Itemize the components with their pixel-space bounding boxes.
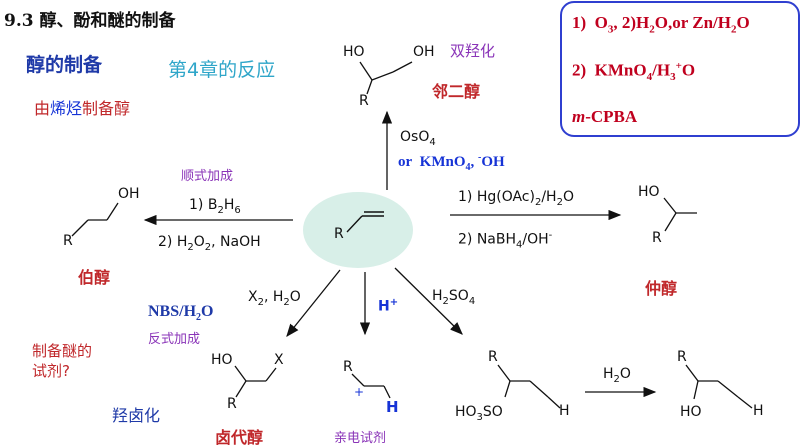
carbocation-bonds: [351, 373, 391, 399]
box-line-3: m-CPBA: [572, 107, 638, 126]
carbocation-r: R: [343, 359, 353, 375]
final-r: R: [677, 349, 687, 365]
sulfate-r: R: [488, 349, 498, 365]
substrate-r: R: [334, 226, 344, 242]
ether-question-2: 试剂?: [32, 362, 70, 380]
diol-oh: OH: [413, 44, 435, 60]
secondary-ho: HO: [638, 184, 660, 200]
alcohol-prep-heading: 醇的制备: [26, 54, 103, 76]
oxidation-reagent-box: 1) O3, 2)H2O,or Zn/H2O 2) KMnO4/H3+O m-C…: [560, 1, 800, 137]
electrophile-label: 亲电试剂: [334, 431, 387, 446]
hydroboration-step1: 1) B2H6: [189, 197, 241, 216]
halohydrin-r: R: [227, 396, 237, 412]
box-line-1: 1) O3, 2)H2O,or Zn/H2O: [572, 13, 750, 36]
dihydroxylation-label: 双羟化: [450, 42, 496, 60]
final-h: H: [753, 403, 764, 419]
final-alcohol-bonds: [685, 364, 753, 409]
page-title: 9.3 醇、酚和醚的制备: [4, 11, 176, 31]
diol-ho: HO: [343, 44, 365, 60]
hydroboration-step2: 2) H2O2, NaOH: [158, 234, 261, 253]
nbs-reagent: NBS/H2O: [148, 303, 214, 324]
water-reagent: H2O: [603, 366, 631, 385]
box-line-2: 2) KMnO4/H3+O: [572, 60, 696, 84]
permanganate-reagent: or KMnO4, -OH: [398, 152, 505, 173]
oxymercuration-step2: 2) NaBH4/OH-: [458, 230, 553, 251]
substrate-ellipse: [303, 192, 413, 268]
sulfate-bonds: [497, 364, 561, 409]
halohydrin-x: X: [274, 352, 284, 368]
from-alkene-heading: 由烯烃制备醇: [34, 99, 131, 118]
anti-addition-label: 反式加成: [148, 332, 201, 347]
oxymercuration-step1: 1) Hg(OAc)2/H2O: [458, 189, 574, 208]
secondary-r: R: [652, 230, 662, 246]
proton-reagent: H+: [378, 297, 399, 315]
diol-r: R: [359, 93, 369, 109]
sulfate-h: H: [559, 403, 570, 419]
diol-bonds: [359, 61, 413, 95]
arrow-down-right: [394, 267, 463, 335]
halohydrin-label: 卤代醇: [215, 428, 264, 447]
halohydrin-ho: HO: [211, 352, 233, 368]
halogen-water-reagent: X2, H2O: [248, 289, 301, 308]
primary-alcohol-bonds: [71, 202, 119, 237]
substrate-bonds: [346, 211, 384, 233]
syn-addition-label: 顺式加成: [181, 169, 234, 184]
ether-question-1: 制备醚的: [32, 342, 93, 360]
carbocation-h: H: [386, 398, 399, 416]
secondary-alcohol-bonds: [663, 197, 697, 232]
final-ho: HO: [680, 404, 702, 420]
sulfuric-reagent: H2SO4: [432, 288, 476, 307]
sulfate-group: HO3SO: [455, 404, 503, 423]
secondary-alcohol-label: 仲醇: [645, 279, 678, 298]
primary-alcohol-label: 伯醇: [78, 268, 111, 287]
hydroxy-halogenation-label: 羟卤化: [112, 406, 161, 425]
osmium-reagent: OsO4: [400, 129, 436, 148]
vicinal-diol-label: 邻二醇: [432, 82, 481, 101]
arrow-down-left: [286, 269, 341, 338]
primary-r: R: [63, 233, 73, 249]
chapter-ref: 第4章的反应: [168, 59, 276, 81]
carbocation-plus: +: [354, 385, 365, 399]
halohydrin-bonds: [234, 365, 277, 398]
primary-oh: OH: [118, 186, 140, 202]
